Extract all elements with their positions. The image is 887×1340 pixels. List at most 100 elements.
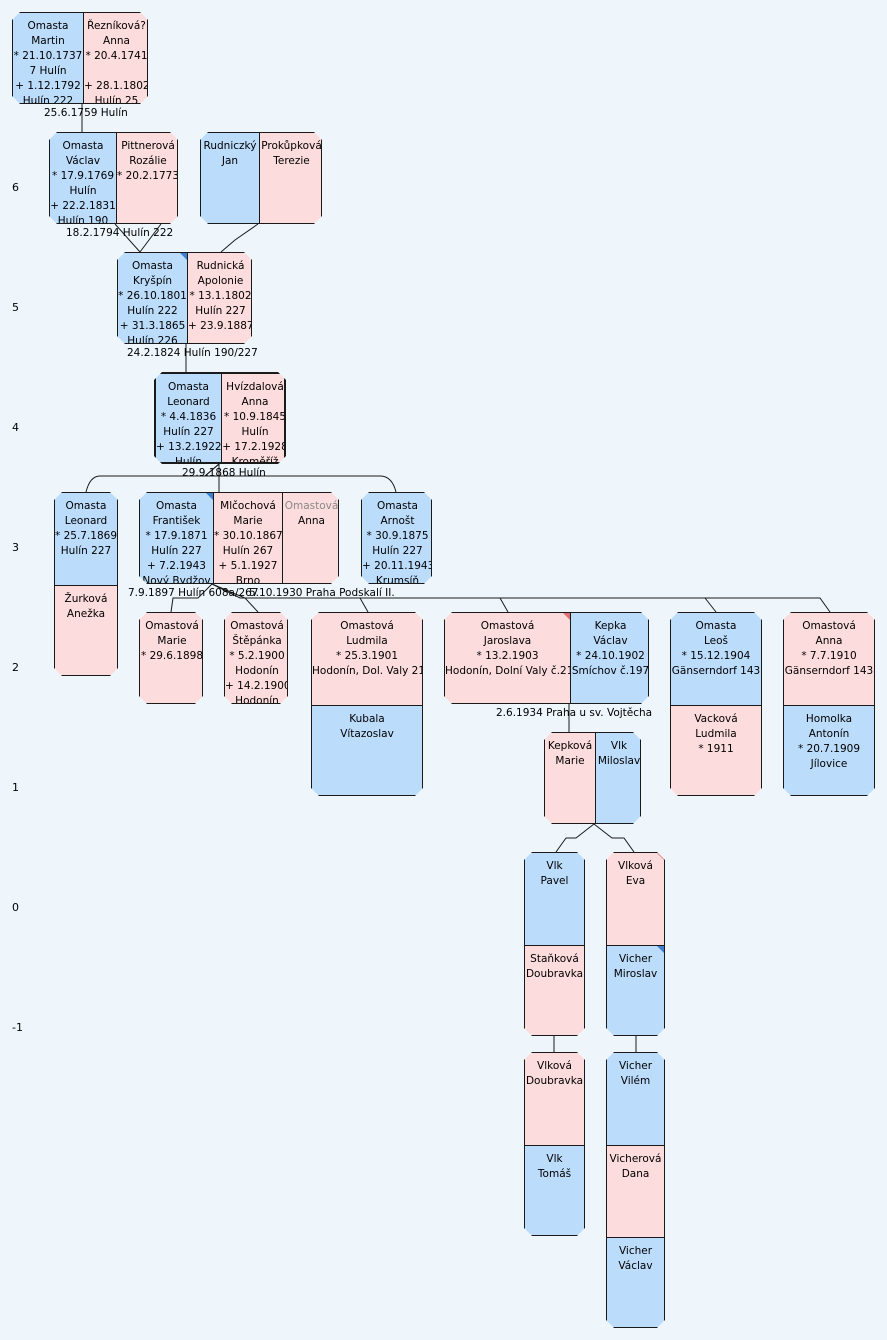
person-text: Hulín 227 — [60, 545, 112, 557]
generation-label: 0 — [12, 901, 19, 914]
person-text: + 23.9.1887 — [188, 320, 252, 332]
person-text: * 4.4.1836 — [160, 411, 217, 423]
person-text: Václav — [618, 1260, 653, 1272]
person-text: Antonín — [808, 728, 850, 740]
person-text: Eva — [625, 875, 646, 887]
descent-line — [211, 583, 831, 613]
person-text: Miloslav — [597, 755, 641, 767]
person-text: * 10.9.1845 — [223, 411, 286, 423]
person-text: Homolka — [805, 713, 853, 725]
person-text: Doubravka — [525, 1075, 584, 1087]
corner-marker-icon — [172, 133, 178, 140]
person-text: Omastová — [145, 620, 199, 632]
marriage-label: 7.9.1897 Hulín 608a/267 — [128, 587, 259, 599]
person-text: + 7.2.1943 — [147, 560, 206, 572]
person-text: * 13.2.1903 — [476, 650, 539, 662]
person-text: * 30.10.1867 — [214, 530, 282, 542]
generation-label: 5 — [12, 301, 19, 314]
person-text: Arnošt — [380, 515, 415, 527]
person-text: Rudnická — [196, 260, 245, 272]
descent-line — [555, 823, 595, 853]
person-text: Rudniczký — [203, 140, 257, 152]
person-text: Vlk — [546, 860, 563, 872]
person-text: * 20.4.1741 — [85, 50, 148, 62]
person-text: Jílovice — [810, 758, 848, 770]
person-text: Martin — [31, 35, 65, 47]
person-text: Tomáš — [537, 1168, 572, 1180]
person-text: * 17.9.1871 — [145, 530, 208, 542]
person-text: Hulín — [69, 185, 97, 197]
person-text: Hulín — [174, 456, 203, 462]
person-text: Omasta — [156, 500, 197, 512]
person-text: Hulín 227 — [151, 545, 202, 557]
person-text: * 1911 — [698, 743, 734, 755]
person-text: Omastová — [802, 620, 856, 632]
person-text: Omasta — [65, 500, 107, 512]
person-text: Vacková — [694, 713, 738, 725]
person-text: Pavel — [540, 875, 569, 887]
person-text: Anna — [298, 515, 325, 527]
person-text: * 17.9.1769 — [51, 170, 115, 182]
descent-line — [359, 597, 369, 613]
marriage-label: 29.9.1868 Hulín — [182, 467, 266, 479]
person-text: Omasta — [132, 260, 173, 272]
person-text: Žurková — [64, 593, 108, 605]
